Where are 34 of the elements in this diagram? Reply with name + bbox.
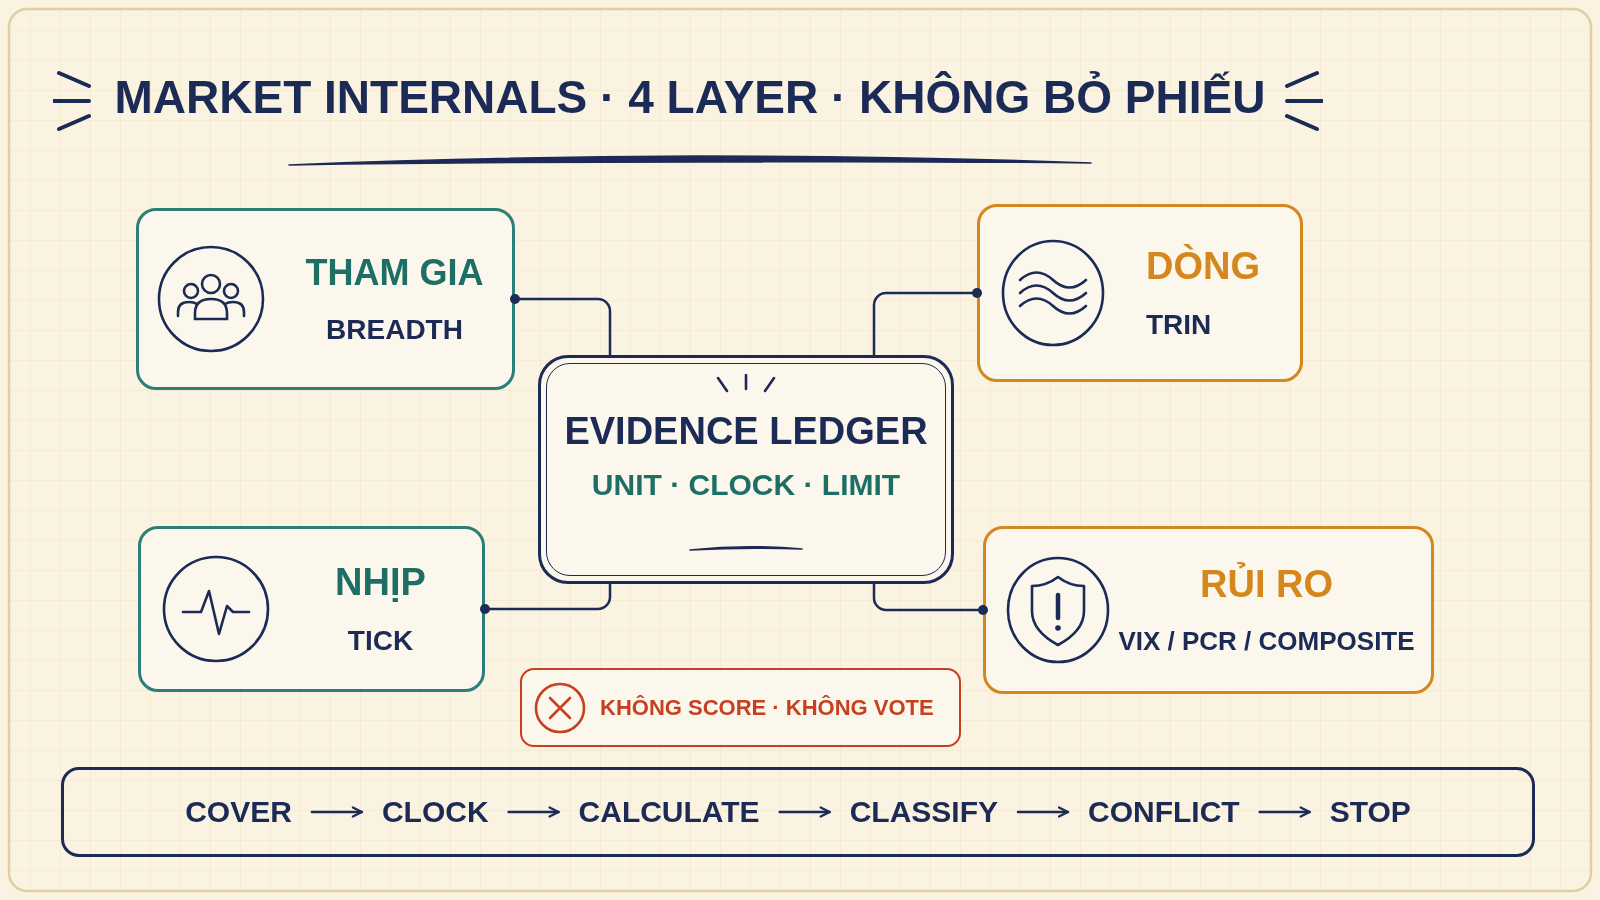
flow-arrow xyxy=(507,806,560,818)
step-label: STOP xyxy=(1309,794,1431,830)
layer-card xyxy=(977,204,1303,382)
flow-arrow xyxy=(778,806,831,818)
layer-title: THAM GIA xyxy=(305,252,484,294)
layer-card xyxy=(138,526,485,692)
connector-line xyxy=(872,288,982,357)
connector-line xyxy=(872,582,988,615)
ledger-subtitle: UNIT · CLOCK · LIMIT xyxy=(591,467,901,503)
flow-arrow xyxy=(310,806,364,818)
title: MARKET INTERNALS · 4 LAYER · KHÔNG BỎ PHIẾU xyxy=(114,70,1266,125)
step-label: CLASSIFY xyxy=(829,794,1018,830)
flow-arrow xyxy=(1258,806,1311,818)
process-bar xyxy=(61,767,1535,857)
warning-text: KHÔNG SCORE · KHÔNG VOTE xyxy=(600,694,934,721)
layer-card xyxy=(136,208,515,390)
layer-title: RỦI RO xyxy=(1200,563,1333,607)
warning-banner xyxy=(520,668,961,747)
step-label: CONFLICT xyxy=(1068,794,1260,830)
step-label: COVER xyxy=(165,794,312,830)
connector-line xyxy=(510,294,612,357)
ledger-box xyxy=(538,355,954,584)
step-label: CALCULATE xyxy=(558,794,780,830)
layer-title: DÒNG xyxy=(1146,245,1260,289)
connector-line xyxy=(480,582,612,614)
layer-subtitle: VIX / PCR / COMPOSITE xyxy=(1118,626,1415,657)
flow-arrow xyxy=(1016,806,1070,818)
layer-subtitle: TRIN xyxy=(1146,308,1212,341)
ledger-title: EVIDENCE LEDGER xyxy=(564,410,928,454)
step-label: CLOCK xyxy=(361,794,509,830)
layer-subtitle: BREADTH xyxy=(326,313,463,346)
layer-title: NHỊP xyxy=(335,561,426,605)
layer-card xyxy=(983,526,1434,694)
layer-subtitle: TICK xyxy=(347,624,414,657)
